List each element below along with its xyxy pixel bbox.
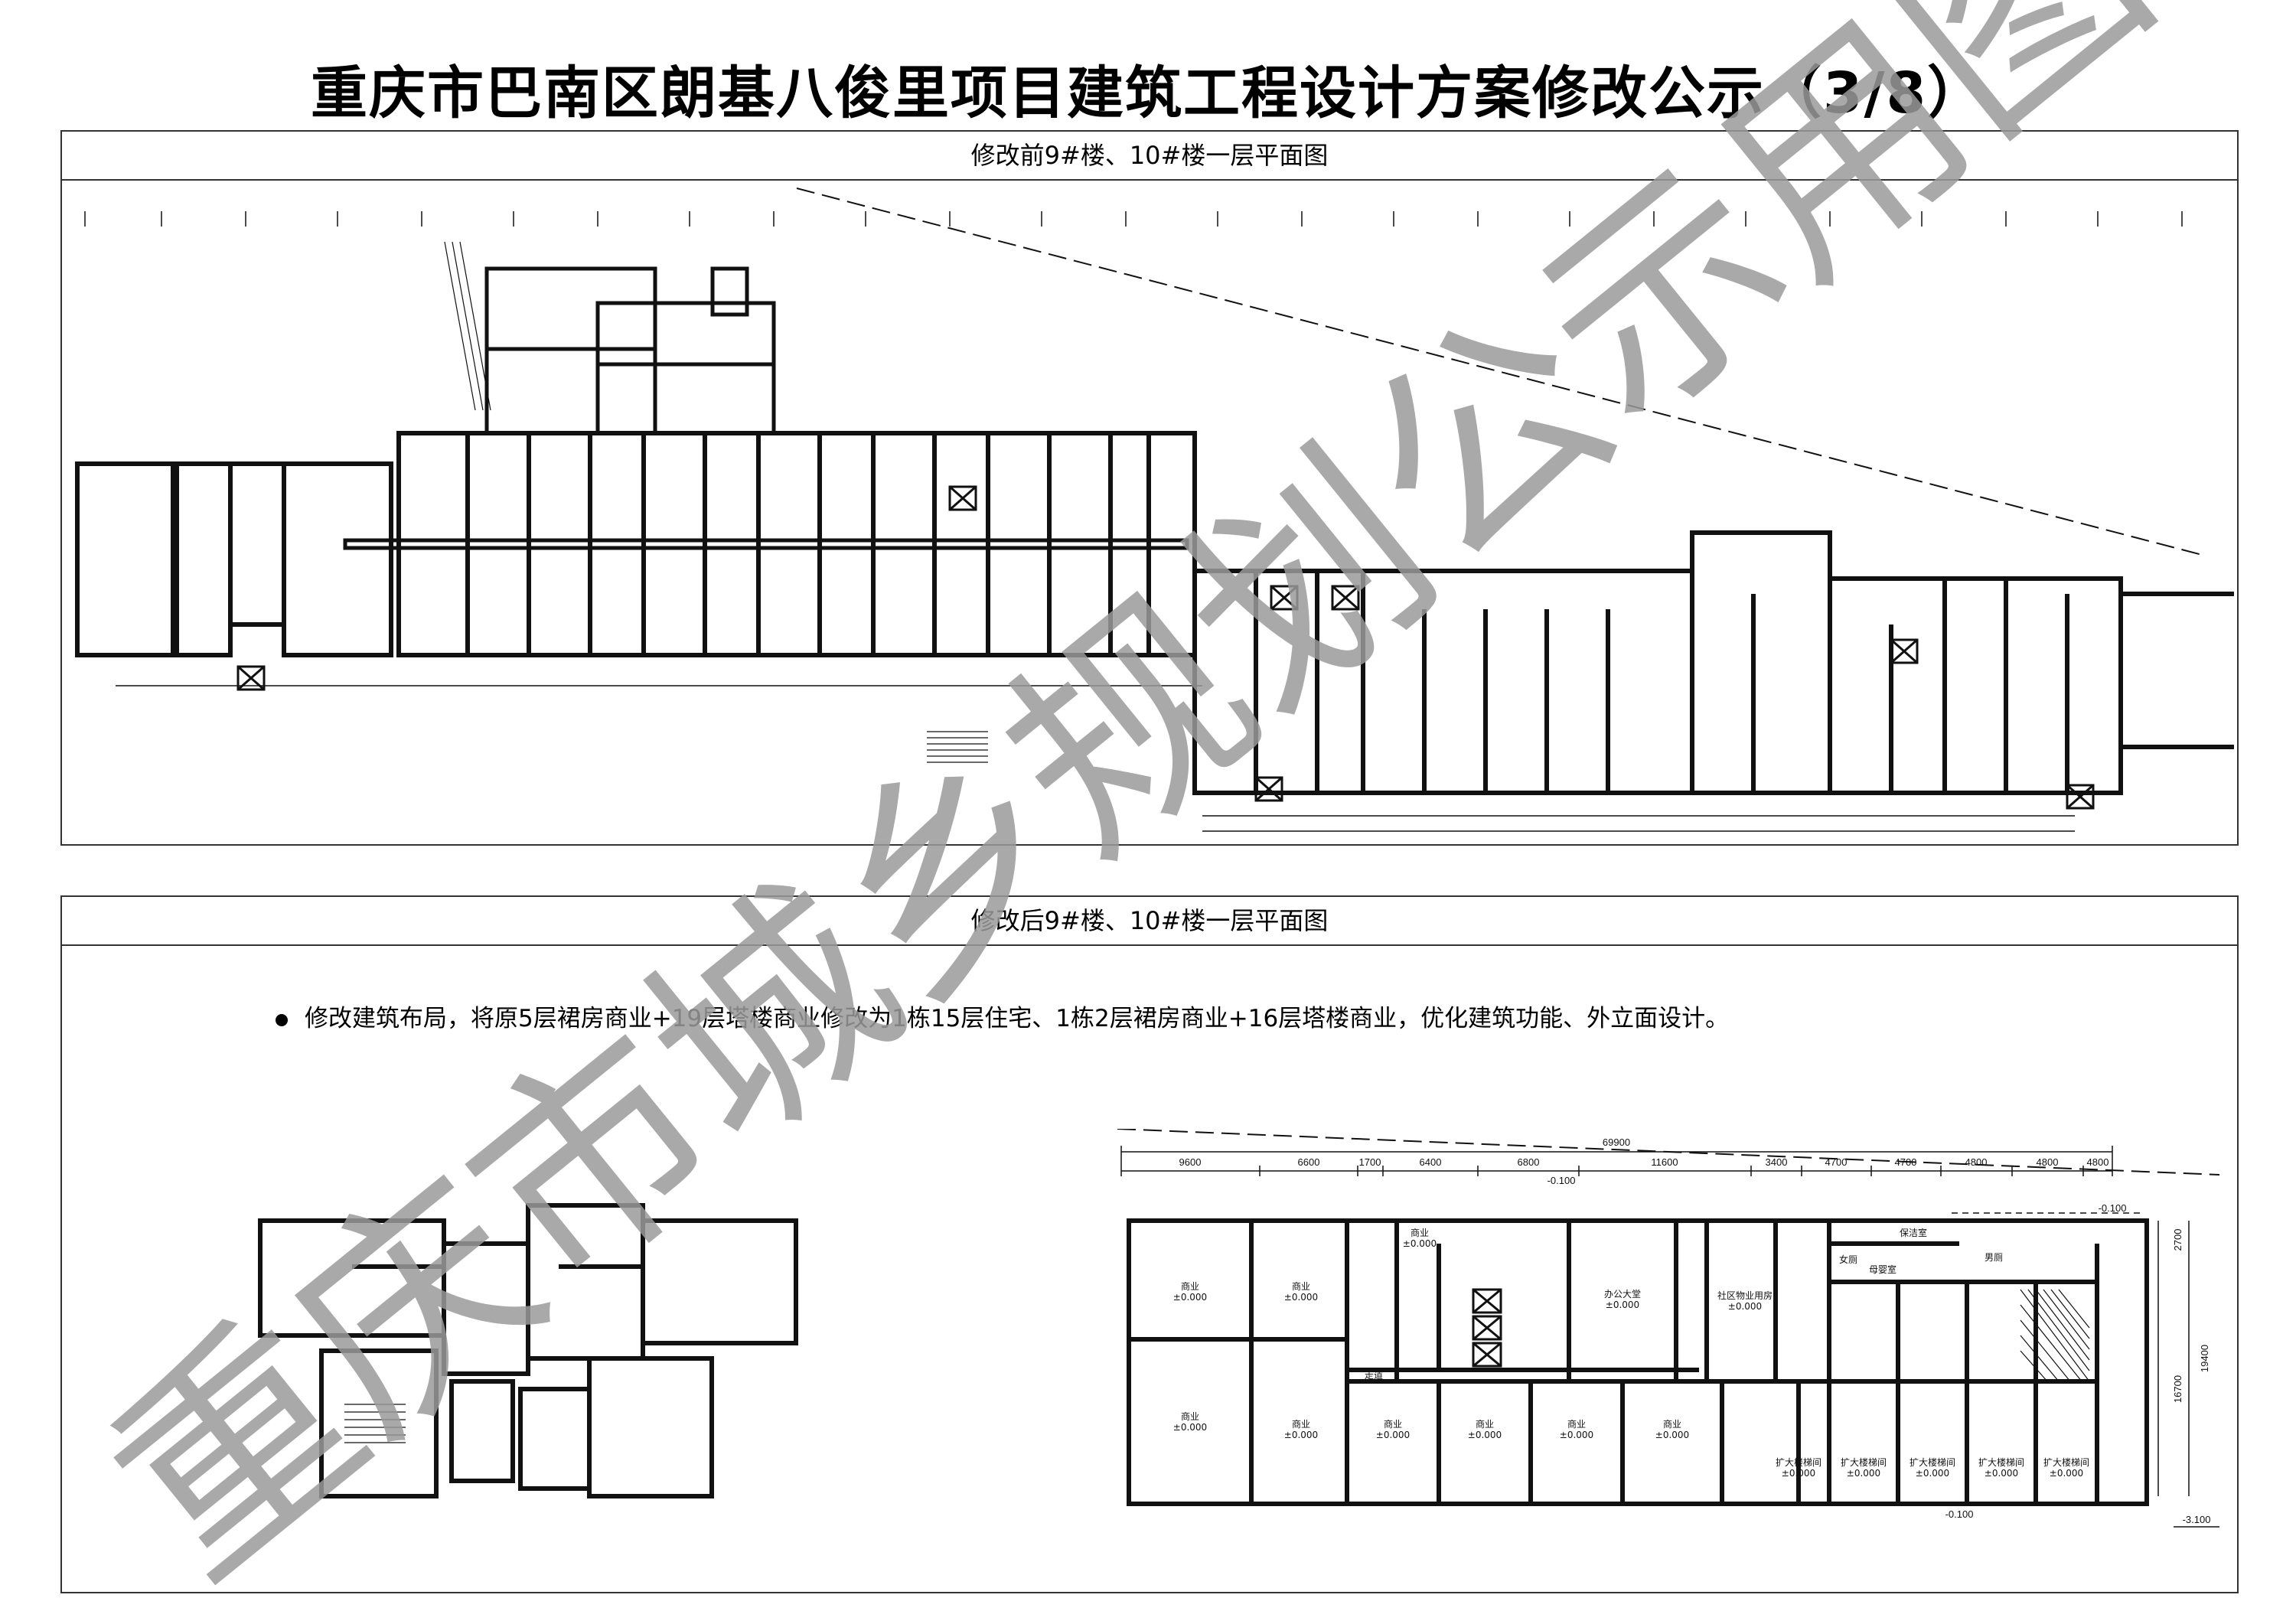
dim-label: 4800 (2037, 1156, 2059, 1168)
dim-label: 6400 (1420, 1156, 1442, 1168)
panel-before: 修改前9#楼、10#楼一层平面图 (60, 130, 2239, 846)
room-elevation: ±0.000 (1403, 1238, 1437, 1249)
room-label: 商业 (1292, 1280, 1310, 1292)
dim-label: 4700 (1825, 1156, 1848, 1168)
room-elevation: ±0.000 (1173, 1292, 1207, 1303)
room-label: 扩大楼梯间 (1841, 1456, 1887, 1468)
room-label: 办公大堂 (1604, 1288, 1641, 1300)
page-title: 重庆市巴南区朗基八俊里项目建筑工程设计方案修改公示（3/8） (310, 60, 1985, 126)
room-elevation: ±0.000 (1284, 1292, 1318, 1303)
dim-label: 9600 (1179, 1156, 1202, 1168)
elevation-label: -0.100 (1945, 1508, 1974, 1520)
dim-label: 11600 (1651, 1156, 1678, 1168)
after-residential-plan (253, 1175, 804, 1511)
elevation-label: -3.100 (2183, 1514, 2211, 1525)
modification-note: 修改建筑布局，将原5层裙房商业+19层塔楼商业修改为1栋15层住宅、1栋2层裙房… (276, 999, 1729, 1033)
room-label: 保洁室 (1900, 1227, 1927, 1238)
room-elevation: ±0.000 (1782, 1468, 1815, 1479)
elevation-label: -0.100 (2099, 1202, 2127, 1214)
room-elevation: ±0.000 (1916, 1468, 1949, 1479)
room-elevation: ±0.000 (1606, 1300, 1639, 1310)
room-elevation: ±0.000 (1173, 1422, 1207, 1433)
elevation-label: -0.100 (1548, 1175, 1576, 1186)
room-elevation: ±0.000 (1284, 1430, 1318, 1440)
dim-label: 3400 (1766, 1156, 1788, 1168)
panel-before-header: 修改前9#楼、10#楼一层平面图 (62, 132, 2237, 181)
room-label: 男厕 (1985, 1252, 2003, 1263)
room-label: 商业 (1384, 1418, 1402, 1430)
dim-total: 69900 (1603, 1136, 1630, 1148)
room-elevation: ±0.000 (2050, 1468, 2083, 1479)
room-label: 商业 (1181, 1280, 1199, 1292)
room-label: 扩大楼梯间 (1910, 1456, 1955, 1468)
dim-label: 6600 (1298, 1156, 1320, 1168)
room-elevation: ±0.000 (1728, 1301, 1762, 1312)
room-label: 商业 (1476, 1418, 1494, 1430)
dim-label: 6800 (1518, 1156, 1540, 1168)
room-label: 走道 (1365, 1370, 1383, 1381)
before-floor-plan (62, 181, 2234, 840)
dim-label: 4800 (2087, 1156, 2109, 1168)
room-elevation: ±0.000 (1468, 1430, 1502, 1440)
dim-label: 4700 (1895, 1156, 1917, 1168)
room-label: 商业 (1181, 1410, 1199, 1422)
room-label: 扩大楼梯间 (1776, 1456, 1821, 1468)
dim-label: 19400 (2199, 1345, 2210, 1372)
room-label: 扩大楼梯间 (2043, 1456, 2089, 1468)
bullet-icon (276, 1013, 288, 1026)
room-elevation: ±0.000 (1655, 1430, 1689, 1440)
room-elevation: ±0.000 (1985, 1468, 2018, 1479)
panel-after-header: 修改后9#楼、10#楼一层平面图 (62, 897, 2237, 946)
room-label: 商业 (1663, 1418, 1681, 1430)
room-label: 母婴室 (1869, 1264, 1896, 1275)
dim-label: 16700 (2172, 1375, 2183, 1403)
room-label: 女厕 (1839, 1254, 1857, 1265)
room-elevation: ±0.000 (1847, 1468, 1880, 1479)
modification-note-text: 修改建筑布局，将原5层裙房商业+19层塔楼商业修改为1栋15层住宅、1栋2层裙房… (305, 1005, 1730, 1032)
room-label: 商业 (1292, 1418, 1310, 1430)
room-label: 商业 (1411, 1227, 1429, 1238)
room-label: 扩大楼梯间 (1978, 1456, 2024, 1468)
room-elevation: ±0.000 (1376, 1430, 1410, 1440)
dim-label: 1700 (1359, 1156, 1381, 1168)
room-elevation: ±0.000 (1560, 1430, 1593, 1440)
dim-label: 2700 (2172, 1229, 2183, 1251)
after-commercial-plan: 69900 9600 6600 1700 6400 6800 11600 340… (1117, 1129, 2219, 1557)
room-label: 社区物业用房 (1717, 1290, 1773, 1301)
room-label: 商业 (1567, 1418, 1586, 1430)
dim-label: 4800 (1965, 1156, 1988, 1168)
